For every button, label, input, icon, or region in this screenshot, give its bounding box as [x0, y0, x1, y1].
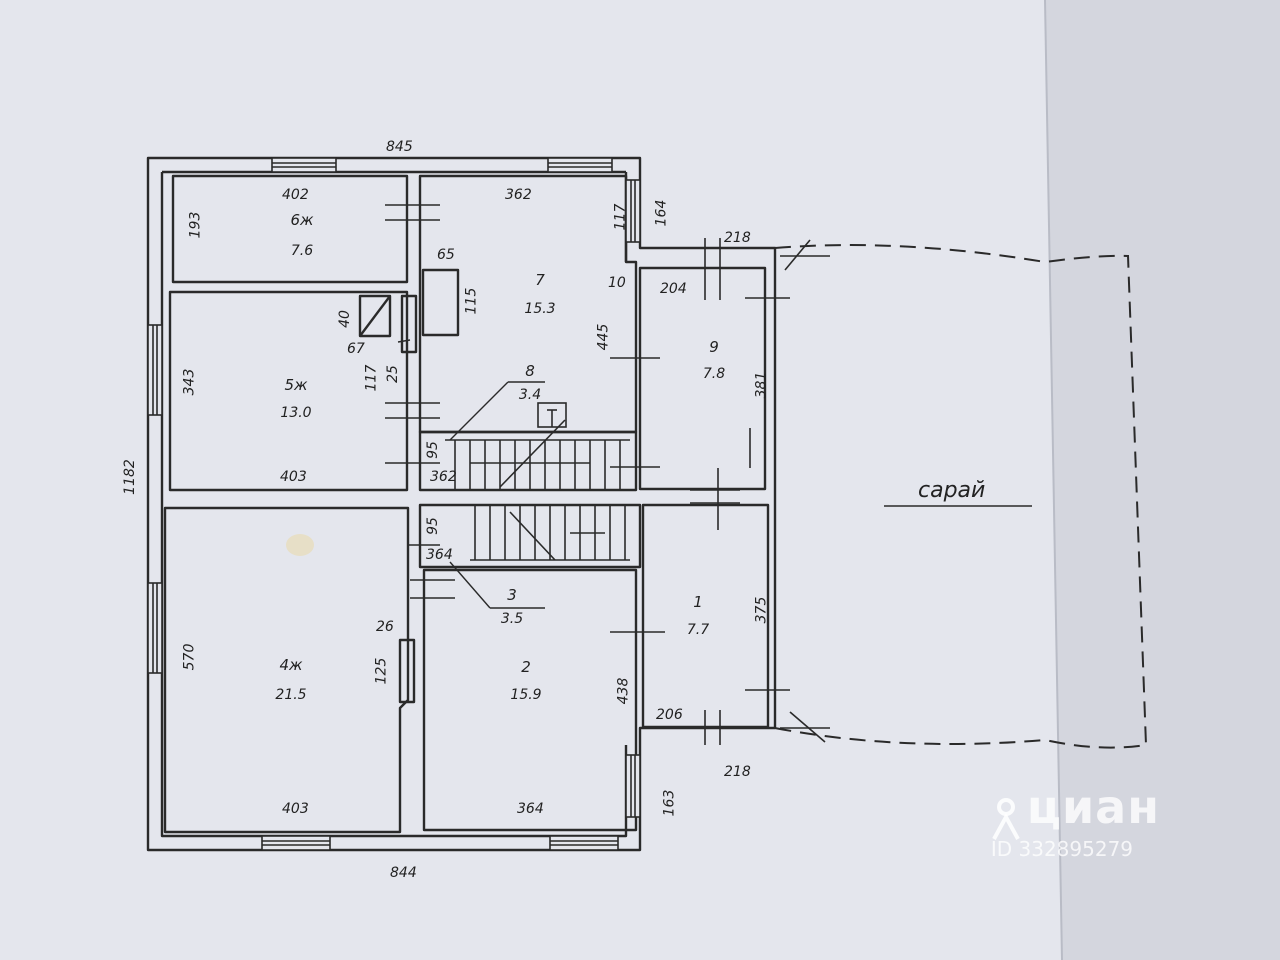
dim-bottom-total: 844 [390, 865, 417, 881]
dim-r7-width: 362 [505, 187, 532, 203]
watermark: циан ID 332895279 [991, 780, 1160, 861]
window-left-upper [147, 324, 163, 416]
room-3-number: 3 [507, 586, 517, 604]
windows [147, 157, 641, 851]
window-bottom-left [261, 835, 331, 851]
dim-r7-height: 445 [595, 323, 612, 351]
paper-stain [286, 534, 314, 556]
watermark-brand: циан [1026, 780, 1160, 834]
room-1-number: 1 [693, 593, 703, 611]
window-top-right [547, 157, 613, 173]
dim-r5-height: 343 [181, 368, 198, 396]
room-8-area: 3.4 [518, 387, 542, 403]
window-left-lower [147, 582, 163, 674]
dim-r9-width: 204 [660, 281, 687, 297]
dim-cab-25: 25 [384, 365, 401, 383]
stair-lower-outline [418, 503, 642, 569]
dim-jog-163: 163 [661, 789, 678, 817]
dim-cab-125: 125 [373, 657, 390, 685]
dim-stair-95-b: 95 [424, 517, 441, 535]
room-3-area: 3.5 [500, 611, 524, 627]
room-4-outline [163, 506, 410, 834]
dim-r4-width: 403 [282, 801, 309, 817]
chimney-upper [400, 294, 418, 354]
dim-r6-width: 402 [282, 187, 309, 203]
dim-cab-40: 40 [336, 310, 353, 328]
dim-cab-117: 117 [363, 364, 380, 392]
room-4-area: 21.5 [275, 687, 307, 703]
room-7-number: 7 [535, 271, 545, 289]
dim-stair-364: 364 [426, 547, 453, 563]
watermark-id: ID 332895279 [990, 836, 1134, 861]
dim-r2-width: 364 [517, 801, 544, 817]
leader-lines [397, 339, 545, 609]
cabinet-5-outline [358, 294, 392, 338]
paper-fold-line [1044, 0, 1063, 960]
dim-closet-115: 115 [463, 287, 480, 315]
room-1-area: 7.7 [686, 622, 710, 638]
room-2-outline [422, 568, 638, 832]
dim-r2-height: 438 [615, 677, 632, 705]
room-8-number: 8 [525, 362, 535, 380]
room-6-number: 6ж [290, 211, 314, 229]
leader-cab-67 [397, 339, 411, 343]
stair-treads [445, 402, 630, 561]
room-5-number: 5ж [284, 376, 308, 394]
dim-cab-67: 67 [347, 341, 365, 357]
dim-wall-10: 10 [608, 275, 626, 291]
dim-cab-26: 26 [376, 619, 394, 635]
leader-room-8 [449, 381, 545, 441]
dim-r1-height: 375 [753, 596, 770, 624]
stair-upper-outline [418, 430, 638, 492]
dim-r6-height: 193 [187, 211, 204, 239]
dim-stair-362: 362 [430, 469, 457, 485]
window-right-upper [625, 179, 641, 243]
room-9-outline [638, 266, 767, 491]
dim-stair-95-a: 95 [424, 441, 441, 459]
dim-top-total: 845 [386, 139, 413, 155]
room-5-area: 13.0 [280, 405, 312, 421]
dim-jog-164: 164 [653, 199, 670, 227]
room-9-area: 7.8 [702, 366, 726, 382]
dim-r1-width: 206 [656, 707, 683, 723]
dim-shed-218-bottom: 218 [724, 764, 751, 780]
window-right-lower [625, 754, 641, 818]
window-bottom-right [549, 835, 619, 851]
dim-r9-height: 381 [753, 371, 770, 399]
dim-r4-height: 570 [181, 643, 198, 671]
cabinet-5-diagonal [359, 295, 391, 337]
room-9-number: 9 [709, 338, 719, 356]
closet-outline [421, 268, 460, 337]
dim-left-total: 1182 [121, 459, 138, 495]
room-6-outline [171, 174, 409, 284]
door-marks [385, 204, 790, 745]
room-4-number: 4ж [279, 656, 303, 674]
leader-room-3 [449, 561, 545, 609]
dim-r5-width: 403 [280, 469, 307, 485]
paper-fold [1045, 0, 1280, 960]
room-2-area: 15.9 [510, 687, 542, 703]
room-7-area: 15.3 [524, 301, 556, 317]
paper-sheet [0, 0, 1062, 960]
dim-shed-218-top: 218 [724, 230, 751, 246]
room-6-area: 7.6 [290, 243, 314, 259]
window-top-left [271, 157, 337, 173]
room-2-number: 2 [521, 658, 531, 676]
room-5-outline [168, 290, 409, 492]
shed-entry-marks [780, 239, 830, 743]
dim-niche-117-top: 117 [612, 203, 629, 231]
location-pin-icon [992, 797, 1020, 840]
dim-closet-65: 65 [437, 247, 455, 263]
chimney-lower [398, 638, 416, 704]
shed-label: сарай [918, 478, 986, 503]
